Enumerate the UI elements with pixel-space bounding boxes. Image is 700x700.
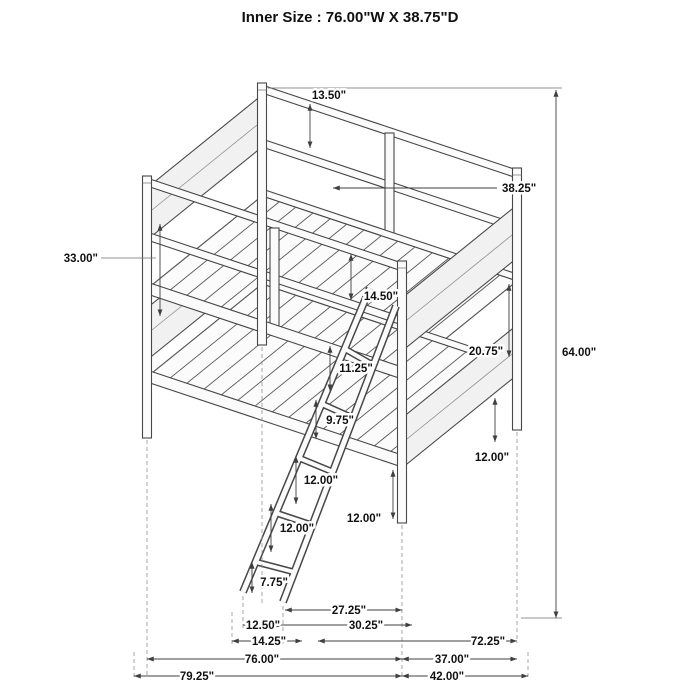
dim-label-guardrail-gap: 14.50" [364,291,398,303]
dim-label-step-spacing-top: 9.75" [326,415,354,427]
post-back-right [511,167,523,431]
dim-label-step-spacing-mid: 12.00" [304,475,338,487]
dim-rail-gap: 13.50" [307,88,349,148]
dim-label-frame-depth: 37.00" [435,654,469,666]
dim-label-right-leg-height: 12.00" [475,452,509,464]
post-front-left [141,175,153,439]
extension-lines [101,87,562,679]
dim-label-overall-height: 64.00" [562,347,596,359]
front-guardrail-divider [269,227,280,333]
dim-frame-length: 72.25" [318,634,517,651]
dim-bunk-clearance: 20.75" [466,284,512,361]
dim-guardrail-gap: 14.50" [348,254,401,306]
dim-ladder-base-width: 14.25" [232,634,302,651]
dim-front-leg-height: 12.00" [344,470,396,528]
footboard-groove-lower [401,349,518,444]
bed-frame [141,82,523,604]
ladder-rails [240,287,399,603]
ladder-rungs [255,347,374,574]
dim-step-spacing-top: 9.75" [313,400,356,439]
back-guardrail-divider [384,132,395,240]
dim-overall-length: 79.25" [134,669,402,686]
dimensions: 13.50" 38.25" 33.00" 14.50" 20.75" 64.00… [61,88,599,686]
dim-upper-section-height: 33.00" [61,224,163,316]
dim-right-leg-height: 12.00" [472,398,512,467]
dim-bed-length: 76.00" [147,652,402,669]
post-back-left [256,82,268,346]
dim-label-ladder-foot-offset: 12.50" [246,620,280,632]
dim-ladder-foot-offset: 12.50" [243,618,283,635]
dim-overall-height: 64.00" [553,90,599,618]
dim-label-overall-length: 79.25" [180,671,214,683]
dim-label-foot-clearance: 7.75" [260,577,288,589]
dim-label-overall-depth: 42.00" [430,671,464,683]
dim-overall-depth: 42.00" [402,669,528,686]
dim-ladder-spread: 30.25" [283,618,412,635]
dim-label-frame-length: 72.25" [471,636,505,648]
dim-step-spacing-low: 12.00" [268,504,317,552]
dim-label-top-depth: 38.25" [502,183,536,195]
dim-label-bunk-clearance: 20.75" [469,346,503,358]
dim-label-step-spacing-low: 12.00" [280,523,314,535]
dim-frame-depth: 37.00" [402,652,517,669]
post-front-right [396,260,408,524]
footboard-groove-upper [401,230,518,325]
dim-label-deck-rail-height: 11.25" [339,363,373,375]
dim-label-ladder-reach: 27.25" [332,605,366,617]
headboard-groove-upper [146,120,263,215]
dim-step-spacing-mid: 12.00" [293,456,341,504]
dim-ladder-reach: 27.25" [285,603,402,620]
dim-label-front-leg-height: 12.00" [347,513,381,525]
dim-top-depth: 38.25" [333,181,539,198]
dim-deck-rail-height: 11.25" [327,346,375,391]
dim-label-ladder-spread: 30.25" [349,620,383,632]
dim-label-upper-section-height: 33.00" [64,253,98,265]
ladder [239,286,400,604]
dim-foot-clearance: 7.75" [249,562,290,593]
page-title: Inner Size : 76.00"W X 38.75"D [242,9,459,26]
dim-label-rail-gap: 13.50" [312,90,346,102]
dim-label-ladder-base-width: 14.25" [252,636,286,648]
dim-label-bed-length: 76.00" [245,654,279,666]
